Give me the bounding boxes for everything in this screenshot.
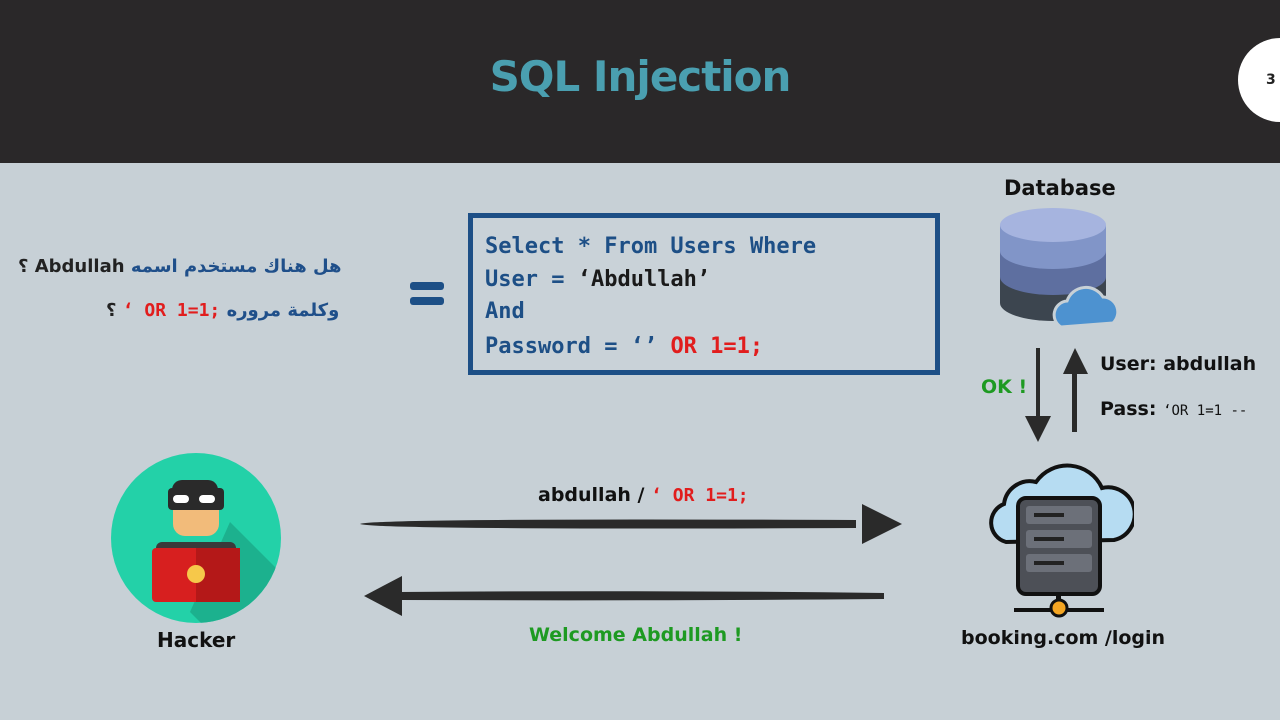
slide-title: SQL Injection	[489, 52, 792, 101]
equals-bar-bottom	[410, 297, 444, 305]
question-code: ‘ OR 1=1;	[122, 300, 221, 321]
response-arrow	[364, 576, 884, 616]
equals-bar-top	[410, 282, 444, 290]
sql-password-prefix: Password = ‘’	[485, 334, 658, 359]
db-up-arrow	[1063, 348, 1088, 432]
db-pass-value: ‘OR 1=1 --	[1163, 403, 1248, 419]
question-mark-1: ؟	[18, 256, 29, 277]
ok-label: OK !	[981, 376, 1028, 398]
sql-line-4: Password = ‘’ OR 1=1;	[485, 334, 763, 359]
question-line-1: ؟ Abdullah هل هناك مستخدم اسمه	[18, 256, 342, 277]
question-arabic-1: هل هناك مستخدم اسمه	[130, 256, 342, 277]
question-name: Abdullah	[34, 256, 125, 277]
request-payload: ‘ OR 1=1;	[651, 485, 749, 506]
sql-query-box: Select * From Users Where User = ‘Abdull…	[468, 213, 940, 375]
header-bar	[0, 0, 1280, 163]
database-icon	[1000, 208, 1120, 329]
sql-user-prefix: User =	[485, 267, 578, 292]
db-user-label: User: abdullah	[1100, 353, 1257, 375]
request-user: abdullah /	[538, 484, 652, 506]
request-label: abdullah / ‘ OR 1=1;	[538, 484, 749, 506]
server-label: booking.com /login	[961, 627, 1166, 649]
response-label: Welcome Abdullah !	[529, 624, 743, 646]
db-pass-label: Pass:	[1100, 398, 1157, 420]
db-pass-row: Pass: ‘OR 1=1 --	[1100, 398, 1247, 420]
request-arrow	[360, 504, 902, 544]
server-cloud-icon	[989, 463, 1134, 618]
hacker-label: Hacker	[157, 628, 236, 652]
sql-line-1: Select * From Users Where	[485, 234, 817, 259]
db-down-arrow	[1025, 348, 1051, 442]
sql-user-value: ‘Abdullah’	[577, 267, 711, 292]
hacker-icon	[111, 453, 281, 623]
sql-line-3: And	[485, 299, 525, 324]
database-label: Database	[1004, 176, 1116, 200]
sql-injection: OR 1=1;	[670, 334, 764, 359]
question-mark-2: ؟	[106, 300, 117, 321]
question-line-2: ؟ ‘ OR 1=1; وكلمة مروره	[106, 300, 339, 321]
page-number: 3	[1266, 72, 1276, 88]
sql-line-2: User = ‘Abdullah’	[485, 267, 710, 292]
question-arabic-2: وكلمة مروره	[226, 300, 340, 321]
